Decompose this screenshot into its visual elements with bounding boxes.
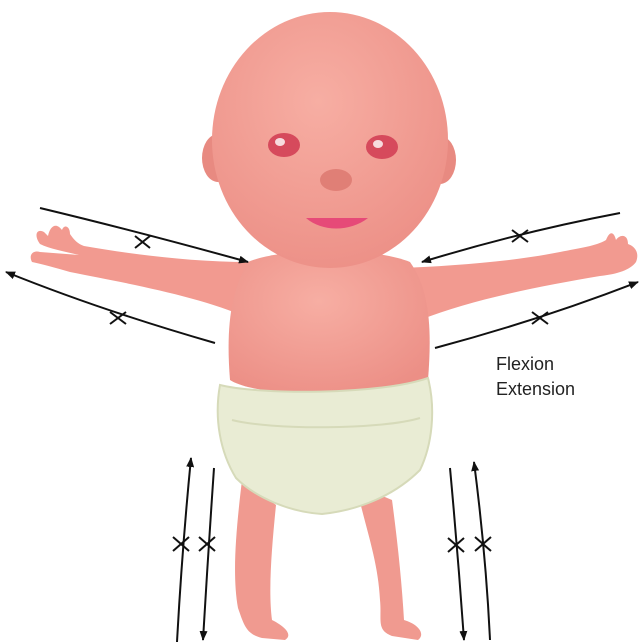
right-eye [366,135,398,159]
extension-label: Extension [496,377,626,402]
right-leg [356,485,421,640]
torso [229,251,430,395]
right-arm [400,233,637,320]
motion-legend: Flexion Extension [496,352,626,402]
flexion-label: Flexion [496,352,626,377]
nose [320,169,352,191]
left-arm-flexion-arrow [40,208,248,262]
right-leg-flexion-arrow [450,468,464,640]
left-eye [268,133,300,157]
head [202,12,456,268]
left-leg-flexion-arrow [203,468,214,640]
left-eye-highlight [275,138,285,146]
right-eye-highlight [373,140,383,148]
face [212,12,448,268]
